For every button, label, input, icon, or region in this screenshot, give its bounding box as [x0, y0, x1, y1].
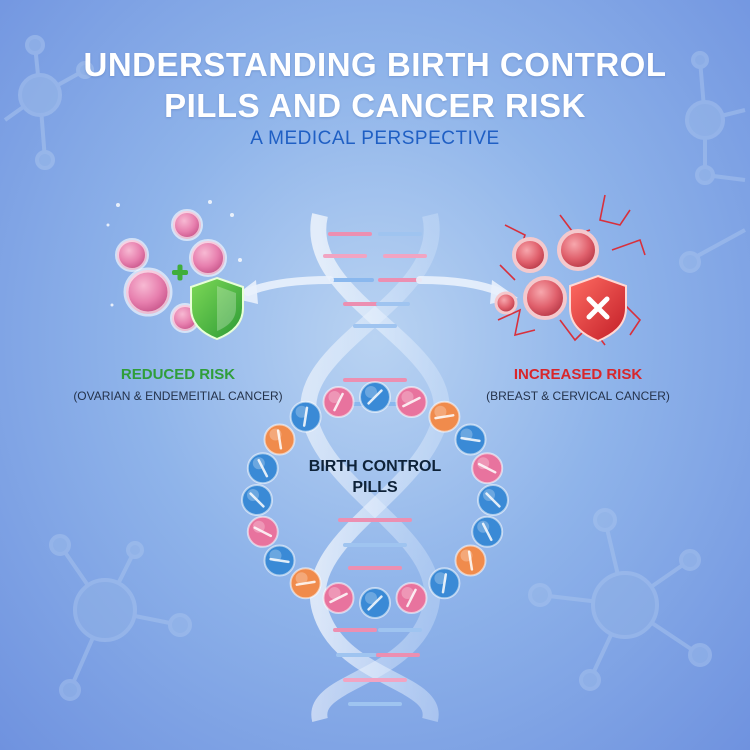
- healthy-cells: [106, 200, 242, 333]
- pill: [395, 386, 428, 418]
- right-arrow: [416, 276, 504, 296]
- pill: [454, 544, 487, 577]
- increased-risk-heading: INCREASED RISK: [513, 366, 643, 383]
- plus-icon: [172, 264, 188, 281]
- center-label-line-2: PILLS: [352, 479, 398, 496]
- pill: [359, 587, 391, 619]
- pill: [454, 423, 487, 456]
- title-line-2: PILLS AND CANCER RISK: [164, 87, 586, 124]
- dna-helix: [300, 213, 450, 722]
- molecule-top-left: [3, 35, 94, 170]
- title-line-1: UNDERSTANDING BIRTH CONTROL: [83, 46, 667, 83]
- pill: [246, 515, 279, 548]
- left-arrow: [244, 276, 334, 296]
- pill: [241, 484, 273, 516]
- molecule-bottom-left: [49, 534, 192, 701]
- pill-ring: [241, 381, 509, 619]
- pill: [289, 400, 322, 433]
- pill: [428, 567, 461, 600]
- pill: [263, 544, 296, 577]
- pill: [395, 582, 428, 614]
- pill: [289, 567, 322, 600]
- reduced-risk-detail: (OVARIAN & ENDEMEITIAL CANCER): [73, 389, 283, 403]
- pill: [322, 386, 355, 418]
- pill: [477, 484, 509, 516]
- page-title: UNDERSTANDING BIRTH CONTROL PILLS AND CA…: [0, 44, 750, 126]
- birth-control-pills-label: BIRTH CONTROL PILLS: [270, 456, 480, 498]
- pill: [471, 452, 504, 485]
- pill: [471, 515, 504, 548]
- pill: [322, 582, 355, 614]
- pill: [263, 423, 296, 456]
- reduced-risk-heading: REDUCED RISK: [120, 366, 236, 383]
- center-label-line-1: BIRTH CONTROL: [308, 458, 442, 475]
- pill: [428, 400, 461, 433]
- pill: [246, 452, 279, 485]
- red-shield-x-icon: [569, 274, 627, 343]
- increased-risk-detail: (BREAST & CERVICAL CANCER): [486, 389, 670, 403]
- pill: [359, 381, 391, 413]
- subtitle: A MEDICAL PERSPECTIVE: [250, 128, 500, 149]
- molecule-top-right: [679, 51, 746, 273]
- green-shield-icon: [190, 276, 244, 341]
- molecule-bottom-right: [528, 508, 712, 691]
